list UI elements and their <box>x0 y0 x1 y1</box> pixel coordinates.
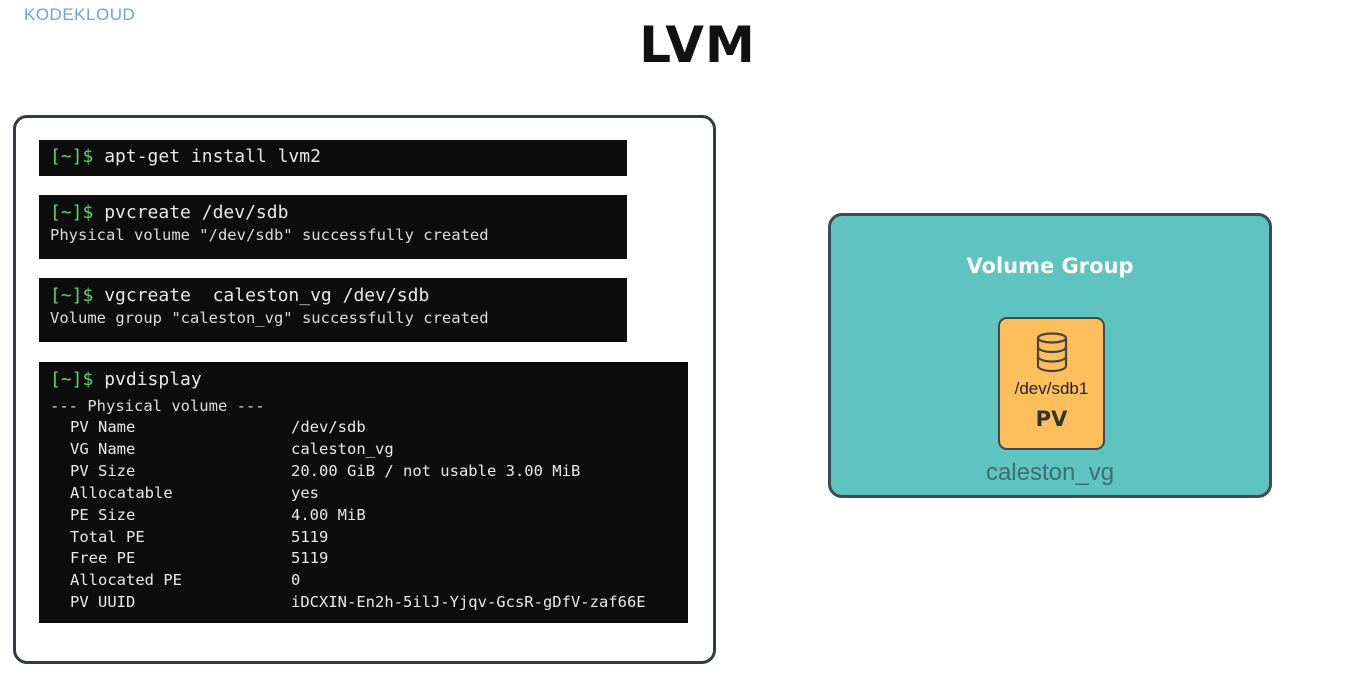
field-key: PV Name <box>70 418 136 436</box>
terminal-block-pvdisplay: [~]$ pvdisplay --- Physical volume --- P… <box>39 362 688 623</box>
pvdisplay-row: PE Size 4.00 MiB <box>50 505 688 527</box>
field-key: PV UUID <box>70 593 136 612</box>
prompt: [~]$ <box>50 146 94 167</box>
field-key: Total PE <box>70 527 145 546</box>
terminal-block-pvcreate: [~]$ pvcreate /dev/sdb Physical volume "… <box>39 195 627 259</box>
field-key: PE Size <box>70 505 136 524</box>
field-key: VG Name <box>70 439 136 458</box>
command-output: Volume group "caleston_vg" successfully … <box>50 309 489 327</box>
pv-label: PV <box>1035 407 1068 431</box>
command-line: [~]$ pvdisplay <box>50 369 688 391</box>
command-line: [~]$ pvcreate /dev/sdb <box>50 202 627 224</box>
pvdisplay-row: PV Size 20.00 GiB / not usable 3.00 MiB <box>50 461 688 483</box>
field-key: Free PE <box>70 549 136 568</box>
physical-volume-card: /dev/sdb1 PV <box>998 317 1105 450</box>
field-key: Allocatable <box>70 483 173 502</box>
terminal-block-vgcreate: [~]$ vgcreate caleston_vg /dev/sdb Volum… <box>39 278 627 342</box>
field-value: /dev/sdb <box>291 418 366 436</box>
command-text: pvdisplay <box>93 369 202 390</box>
prompt: [~]$ <box>50 369 94 390</box>
volume-group-name: caleston_vg <box>985 459 1115 486</box>
command-text: apt-get install lvm2 <box>93 146 321 167</box>
command-line: [~]$ apt-get install lvm2 <box>50 146 627 168</box>
field-value: iDCXIN-En2h-5ilJ-Yjqv-GcsR-gDfV-zaf66E <box>291 593 646 612</box>
prompt: [~]$ <box>50 202 94 223</box>
terminal-block-install: [~]$ apt-get install lvm2 <box>39 140 627 176</box>
command-text: pvcreate /dev/sdb <box>93 202 289 223</box>
command-text: vgcreate caleston_vg /dev/sdb <box>93 285 430 306</box>
page-title: LVM <box>639 16 756 74</box>
pvdisplay-row: Allocated PE 0 <box>50 570 688 592</box>
pvdisplay-row: PV Name/dev/sdb <box>50 417 688 439</box>
volume-group-box: Volume Group /dev/sdb1 PV caleston_vg <box>828 213 1272 498</box>
field-key: Allocated PE <box>70 571 182 590</box>
field-value: 5119 <box>291 549 329 568</box>
pv-device: /dev/sdb1 <box>1014 379 1089 398</box>
pvdisplay-row: PV UUID iDCXIN-En2h-5ilJ-Yjqv-GcsR-gDfV-z… <box>50 592 688 614</box>
field-value: caleston_vg <box>291 439 394 458</box>
prompt: [~]$ <box>50 285 94 306</box>
pvdisplay-row: Allocatable yes <box>50 483 688 505</box>
kodekloud-logo: KODEKLOUD <box>24 5 136 24</box>
field-value: 4.00 MiB <box>291 505 366 524</box>
pvdisplay-row: VG Name caleston_vg <box>50 439 688 461</box>
pvdisplay-header: --- Physical volume --- <box>50 397 265 415</box>
field-value: 5119 <box>291 527 329 546</box>
pvdisplay-row: Free PE 5119 <box>50 548 688 570</box>
database-icon <box>1035 331 1069 377</box>
volume-group-title: Volume Group <box>966 254 1134 278</box>
pvdisplay-row: Total PE 5119 <box>50 527 688 549</box>
command-line: [~]$ vgcreate caleston_vg /dev/sdb <box>50 285 627 307</box>
command-output: Physical volume "/dev/sdb" successfully … <box>50 226 489 244</box>
field-value: 20.00 GiB / not usable 3.00 MiB <box>291 461 581 480</box>
field-value: 0 <box>291 571 301 590</box>
field-key: PV Size <box>70 461 136 480</box>
field-value: yes <box>291 483 319 502</box>
